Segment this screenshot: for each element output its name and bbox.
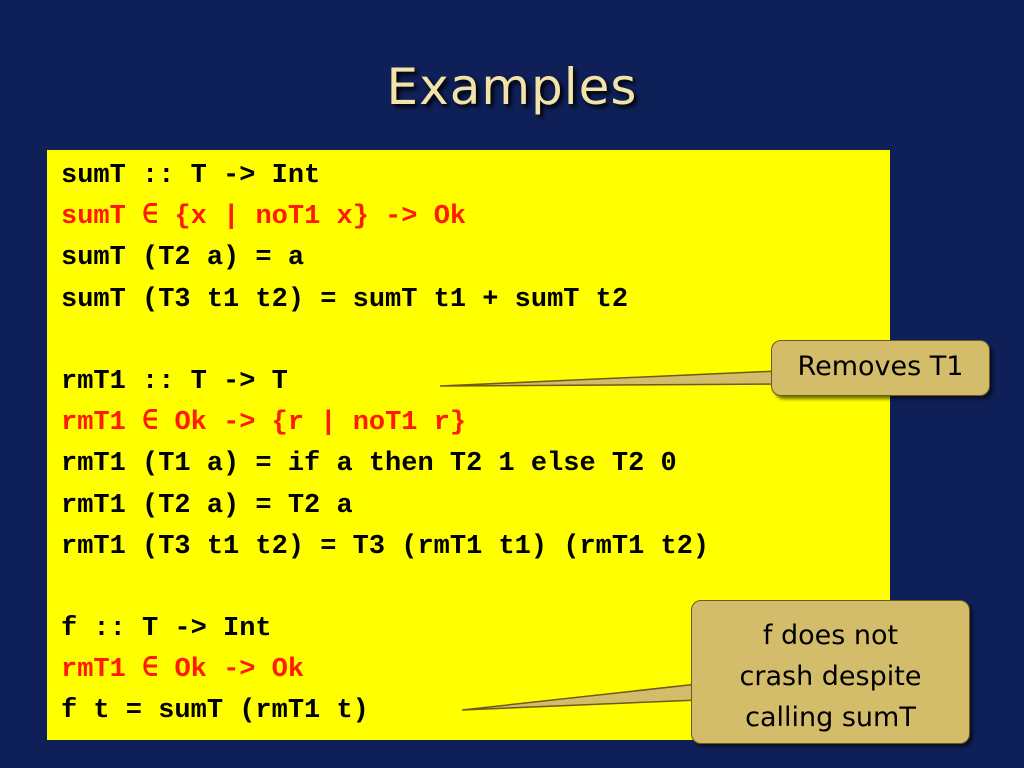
code-line: rmT1 (T1 a) = if a then T2 1 else T2 0: [61, 449, 677, 480]
code-block: sumT :: T -> Int sumT ∈ {x | noT1 x} -> …: [47, 150, 890, 740]
code-line: sumT :: T -> Int: [61, 161, 321, 191]
callout-f-does-not-crash: f does not crash despite calling sumT: [691, 600, 970, 744]
callout-text: Removes T1: [797, 351, 964, 382]
callout-pointer-removes: [439, 370, 779, 387]
slide-title: Examples: [386, 58, 638, 116]
code-line-highlighted: sumT ∈ {x | noT1 x} -> Ok: [61, 202, 467, 233]
code-line-highlighted: rmT1 ∈ Ok -> Ok: [61, 655, 305, 686]
code-line: f t = sumT (rmT1 t): [61, 696, 369, 727]
code-line: sumT (T3 t1 t2) = sumT t1 + sumT t2: [61, 284, 629, 315]
code-line: rmT1 :: T -> T: [61, 366, 288, 397]
callout-pointer-crash: [461, 683, 699, 711]
callout-text-line: calling sumT: [745, 702, 916, 733]
callout-removes-t1: Removes T1: [771, 340, 990, 396]
code-line-highlighted: rmT1 ∈ Ok -> {r | noT1 r}: [61, 408, 467, 439]
callout-text-line: f does not: [762, 620, 899, 651]
code-line: rmT1 (T2 a) = T2 a: [61, 490, 353, 521]
code-line: f :: T -> Int: [61, 614, 272, 645]
callout-text-line: crash despite: [739, 661, 922, 692]
code-line: sumT (T2 a) = a: [61, 243, 305, 274]
code-line: rmT1 (T3 t1 t2) = T3 (rmT1 t1) (rmT1 t2): [61, 531, 710, 562]
